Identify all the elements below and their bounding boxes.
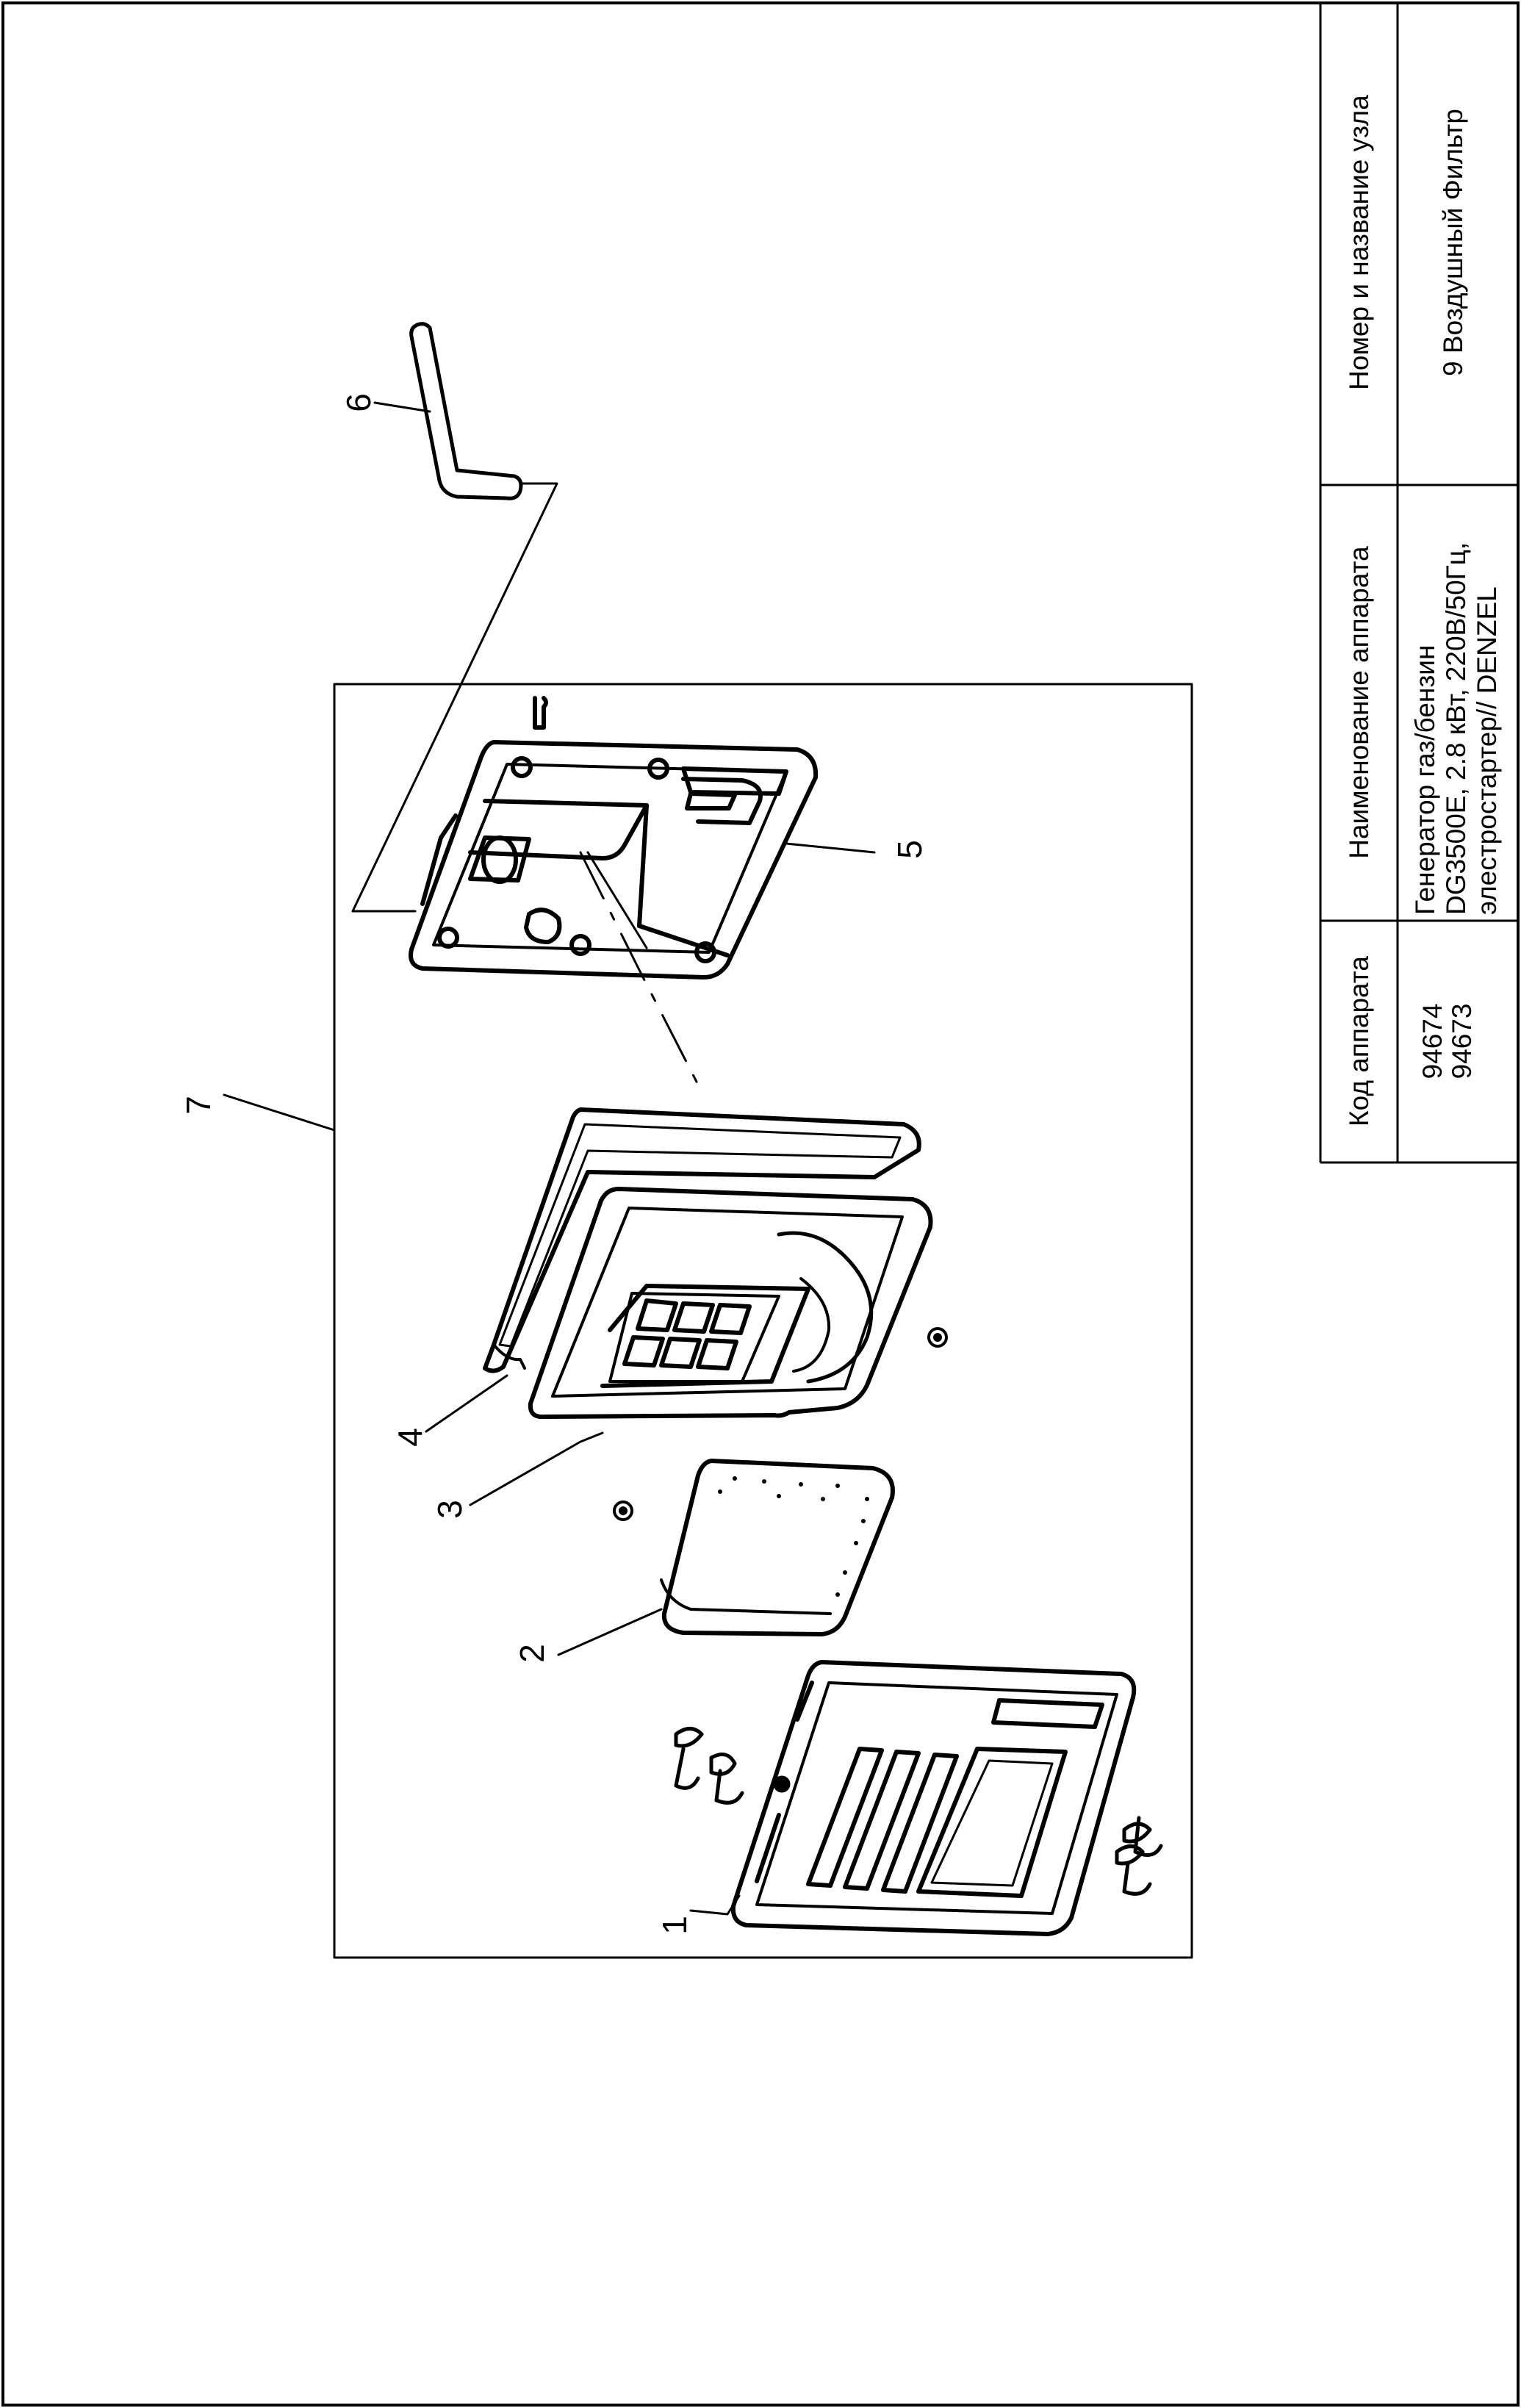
leader-5	[785, 842, 876, 854]
assembly-7-outline	[333, 683, 1193, 1959]
device-name-line-2: DG3500E, 2.8 кВт, 220В/50Гц,	[1441, 542, 1471, 915]
callout-4: 4	[391, 1428, 429, 1447]
leader-2	[557, 1608, 663, 1656]
part-4-filter-gasket	[483, 1107, 921, 1373]
part-5-air-filter-base	[409, 696, 819, 980]
part-1-air-filter-cover	[730, 1660, 1137, 1936]
part-2-foam-filter-element	[660, 1459, 895, 1636]
device-code-1: 94674	[1417, 1004, 1448, 1079]
part-6-leader	[351, 482, 558, 913]
foam-texture	[718, 1476, 869, 1597]
callout-6: 6	[339, 393, 378, 412]
leader-1	[689, 1894, 741, 1916]
part-6-breather-tube	[409, 322, 523, 500]
device-name-line-1: Генератор газ/бензин	[1410, 645, 1440, 915]
device-code-2: 94673	[1447, 1004, 1477, 1079]
bolt-right	[927, 1327, 948, 1348]
assembly-centerline	[579, 851, 700, 1086]
header-code: Код аппарата	[1344, 956, 1374, 1126]
exploded-view	[223, 322, 1193, 1959]
title-block: Код аппарата Наименование аппарата Номер…	[1319, 3, 1518, 1164]
device-name-line-3: элестростартер// DENZEL	[1472, 586, 1502, 915]
wing-clip-bottom	[1115, 1816, 1163, 1896]
callout-3: 3	[431, 1500, 469, 1519]
part-3-filter-frame	[528, 1187, 933, 1420]
wing-clip-top	[674, 1727, 791, 1805]
callout-7: 7	[179, 1096, 217, 1115]
bolt-left	[613, 1500, 633, 1521]
header-device-name: Наименование аппарата	[1344, 546, 1374, 859]
callout-2: 2	[513, 1644, 551, 1663]
leader-3	[469, 1431, 604, 1506]
leader-7	[223, 1093, 336, 1132]
assembly-name: 9 Воздушный Фильтр	[1438, 109, 1468, 376]
header-assembly: Номер и название узла	[1344, 95, 1374, 390]
callout-1: 1	[655, 1916, 694, 1935]
callout-labels: 1 2 3 4 5 6 7	[179, 393, 929, 1935]
callout-5: 5	[891, 840, 929, 859]
leader-6	[373, 401, 431, 413]
leader-4	[425, 1374, 508, 1433]
